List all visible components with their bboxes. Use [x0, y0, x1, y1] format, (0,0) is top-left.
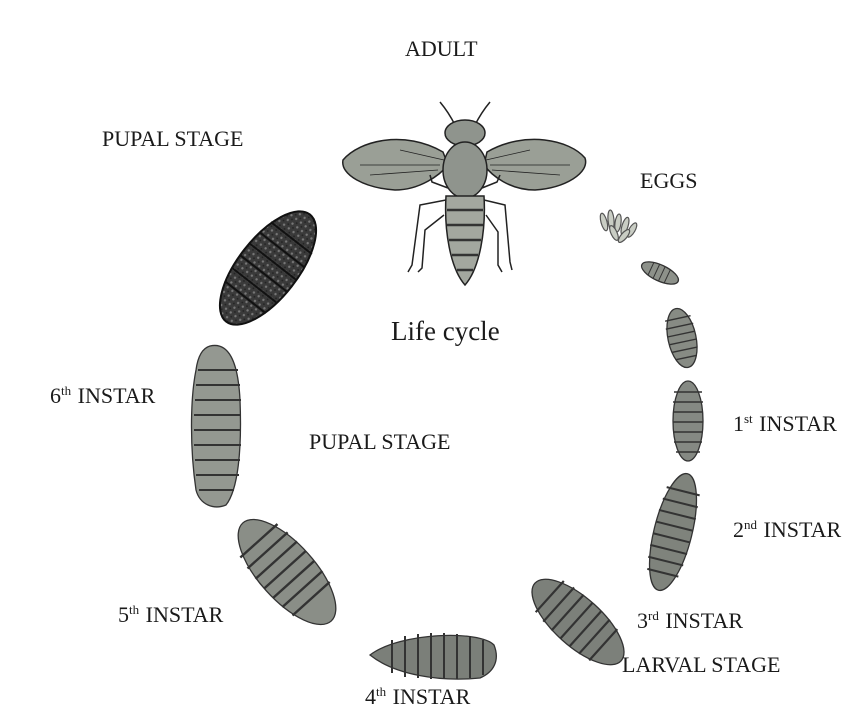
- larva-6th-instar-figure: [192, 345, 242, 506]
- instar-5-label: 5th INSTAR: [118, 603, 223, 626]
- instar-2-label: 2nd INSTAR: [733, 518, 841, 541]
- instar-3-label: 3rd INSTAR: [637, 609, 743, 632]
- instar-1-label: 1st INSTAR: [733, 412, 837, 435]
- eggs-label: EGGS: [640, 170, 697, 192]
- adult-fly-figure: [343, 102, 586, 285]
- larva-3rd-instar-figure: [519, 565, 637, 678]
- larva-early-figure: [662, 306, 702, 371]
- pupa-figure: [202, 196, 333, 340]
- adult-label: ADULT: [405, 38, 478, 60]
- larval-stage-label: LARVAL STAGE: [622, 654, 780, 676]
- larva-5th-instar-figure: [222, 504, 352, 640]
- larva-1st-instar-figure: [673, 381, 703, 461]
- larva-2nd-instar-figure: [640, 469, 706, 595]
- larva-small-figure: [638, 257, 681, 288]
- life-cycle-center-label: Life cycle: [391, 318, 500, 345]
- eggs-figure: [599, 210, 639, 244]
- pupal-stage-top-label: PUPAL STAGE: [102, 128, 243, 150]
- instar-4-label: 4th INSTAR: [365, 685, 470, 708]
- instar-6-label: 6th INSTAR: [50, 384, 155, 407]
- pupal-stage-inner-label: PUPAL STAGE: [309, 431, 450, 453]
- larva-4th-instar-figure: [370, 633, 496, 679]
